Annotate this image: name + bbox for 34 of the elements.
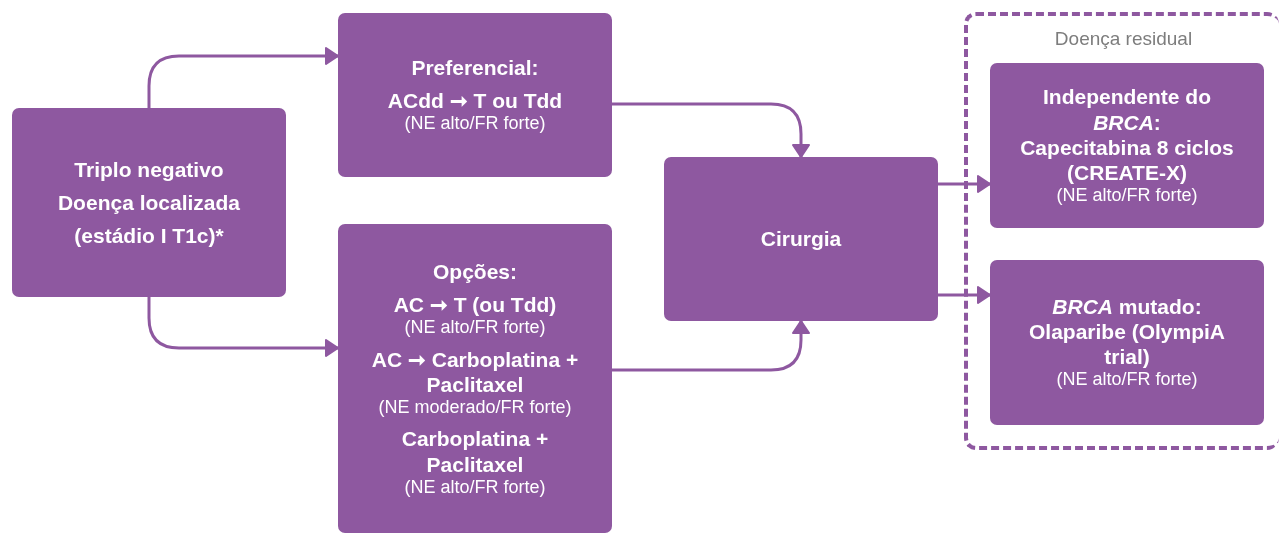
box-text: AC ➞ Carboplatina + Paclitaxel	[370, 346, 580, 397]
evidence-note: (NE alto/FR forte)	[404, 316, 546, 339]
treatment-box	[990, 260, 1264, 425]
arrow	[612, 320, 810, 372]
treatment-box	[338, 13, 612, 177]
box-text: Capecitabina 8 ciclos (CREATE-X)	[1019, 134, 1235, 186]
box-text: BRCA mutado:	[1052, 293, 1202, 320]
evidence-note: (NE alto/FR forte)	[1056, 369, 1198, 392]
treatment-box	[990, 63, 1264, 228]
evidence-note: (NE alto/FR forte)	[1056, 185, 1198, 207]
box-text: AC ➞ T (ou Tdd)	[393, 291, 557, 317]
treatment-box	[338, 224, 612, 533]
box-text: Doença localizada	[57, 189, 241, 216]
box-text: Carboplatina + Paclitaxel	[400, 426, 550, 477]
evidence-note: (NE moderado/FR forte)	[378, 396, 572, 419]
box-text: Independente do BRCA:	[1042, 84, 1212, 135]
arrow	[147, 297, 339, 357]
box-text: (estádio I T1c)*	[74, 223, 224, 249]
arrow	[938, 286, 991, 304]
dashed-group-frame	[964, 12, 1279, 450]
box-text: Preferencial:	[411, 55, 539, 81]
group-title: Doença residual	[1054, 28, 1193, 51]
evidence-note: (NE alto/FR forte)	[404, 113, 546, 135]
arrow	[938, 175, 991, 193]
box-text: Triplo negativo	[74, 156, 224, 182]
box-text: ACdd ➞ T ou Tdd	[387, 88, 563, 114]
arrow	[612, 102, 810, 158]
arrow	[147, 47, 339, 108]
box-text: Cirurgia	[760, 226, 842, 252]
evidence-note: (NE alto/FR forte)	[404, 476, 546, 499]
process-box	[664, 157, 938, 321]
treatment-box	[12, 108, 286, 297]
box-text: Opções:	[433, 258, 517, 284]
box-text: Olaparibe (OlympiA trial)	[1027, 319, 1226, 370]
